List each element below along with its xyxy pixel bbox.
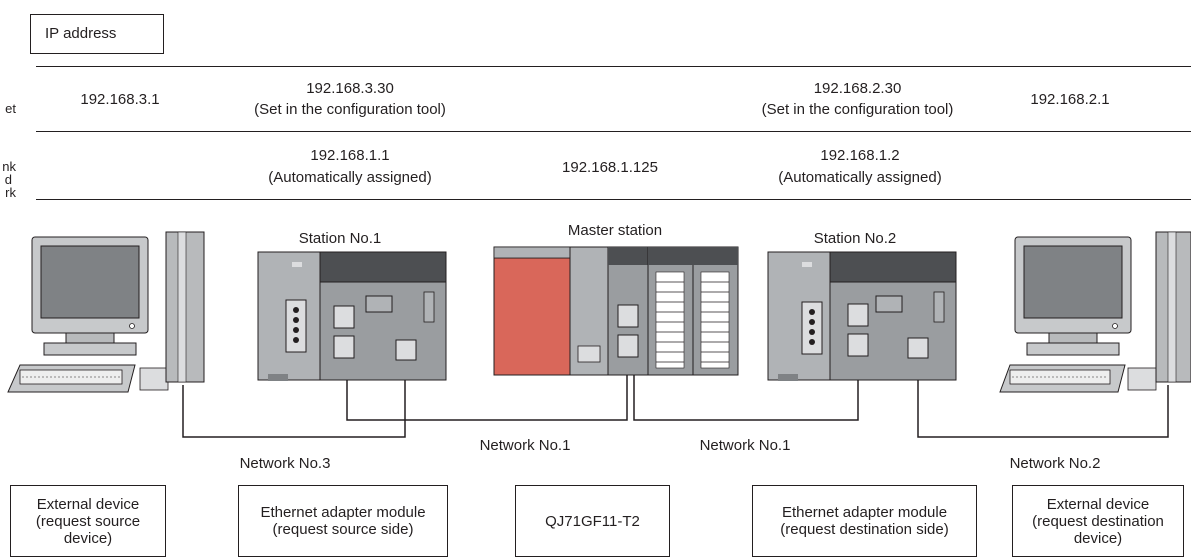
label-line: External device [36,495,140,513]
label-line: Ethernet adapter module [781,504,948,521]
cable-network-2 [917,360,1169,438]
label-external-device-destination: External device (request destination dev… [1012,485,1184,557]
label-line: device) [1073,529,1123,547]
row2-master-ip: 192.168.1.125 [562,159,658,176]
label-line: QJ71GF11-T2 [545,512,640,530]
label-line: (request destination [1032,512,1164,530]
label-line: (request destination side) [780,521,949,538]
label-line: (request source side) [272,521,414,538]
label-ethernet-adapter-destination: Ethernet adapter module (request destina… [752,485,977,557]
row1-adapter-src-note: (Set in the configuration tool) [254,101,446,118]
label-line: device) [63,529,113,547]
table-bottom-rule [36,199,1191,200]
row2-adapter-dst-note: (Automatically assigned) [778,169,942,186]
table-top-rule [36,66,1191,67]
row2-side-label-1: nk [2,159,16,174]
row1-adapter-src-ip: 192.168.3.30 [306,80,394,97]
row1-side-label: et [5,101,16,116]
label-line: External device [1046,495,1150,513]
network-cables [182,352,1169,438]
network-no2-label: Network No.2 [1009,455,1101,472]
external-device-source-pc [7,231,205,393]
cable-network-1-right [633,352,859,421]
station1-title: Station No.1 [298,230,382,247]
row2-adapter-src-ip: 192.168.1.1 [310,147,390,164]
network-no1-left-label: Network No.1 [479,437,571,454]
label-ethernet-adapter-source: Ethernet adapter module (request source … [238,485,448,557]
label-line: Ethernet adapter module [260,504,426,521]
ethernet-adapter-module-destination [767,251,957,381]
row2-adapter-dst-ip: 192.168.1.2 [820,147,900,164]
row1-ext-src-ip: 192.168.3.1 [80,91,160,108]
external-device-destination-pc [999,231,1191,393]
row1-ext-dst-ip: 192.168.2.1 [1030,91,1110,108]
network-no1-right-label: Network No.1 [699,437,791,454]
cable-network-3 [182,360,406,438]
row1-adapter-dst-ip: 192.168.2.30 [813,80,902,97]
ip-address-header: IP address [30,14,164,54]
ethernet-adapter-module-source [257,251,447,381]
row2-adapter-src-note: (Automatically assigned) [268,169,432,186]
row1-adapter-dst-note: (Set in the configuration tool) [761,101,954,118]
master-station-title: Master station [567,222,663,239]
table-middle-rule [36,131,1191,132]
row2-side-label-3: rk [5,185,16,200]
cable-network-1-left [346,352,628,421]
station2-title: Station No.2 [813,230,897,247]
label-line: (request source [35,512,141,530]
label-external-device-source: External device (request source device) [10,485,166,557]
row2-side-label-2: d [4,172,12,187]
master-station-qj71gf11 [493,246,739,376]
network-no3-label: Network No.3 [239,455,331,472]
label-master-qj71gf11: QJ71GF11-T2 [515,485,670,557]
